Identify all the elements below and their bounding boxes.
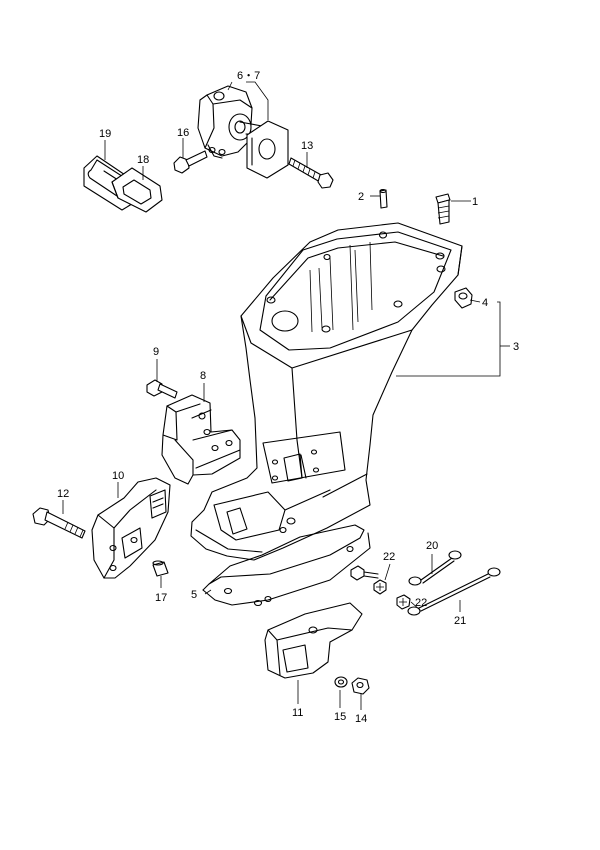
callout-18: 18 xyxy=(137,154,149,166)
bolt-1 xyxy=(435,193,451,225)
dowel-pin-2 xyxy=(379,188,388,209)
bolt-13 xyxy=(288,157,334,189)
callout-5: 5 xyxy=(191,589,197,601)
callout-10: 10 xyxy=(112,470,124,482)
nut-14 xyxy=(351,677,370,695)
seal-18 xyxy=(111,167,163,213)
callout-labels: 6・7 16 13 19 18 2 1 4 3 9 8 10 12 17 5 1… xyxy=(57,70,519,725)
callout-20: 20 xyxy=(426,540,438,552)
mount-side-plate xyxy=(246,120,289,179)
callout-14: 14 xyxy=(355,713,367,725)
callout-19: 19 xyxy=(99,128,111,140)
screw-22b xyxy=(373,579,387,595)
driveshaft-housing xyxy=(190,222,463,561)
callout-12: 12 xyxy=(57,488,69,500)
ground-wire-20 xyxy=(408,550,462,586)
callout-17: 17 xyxy=(155,592,167,604)
callout-11: 11 xyxy=(292,707,303,719)
lower-mount-bracket xyxy=(161,394,241,485)
callout-3: 3 xyxy=(513,341,519,353)
callout-9: 9 xyxy=(153,346,159,358)
bolt-16 xyxy=(173,150,208,174)
callout-22-lower: 22 xyxy=(415,597,427,609)
pin-17 xyxy=(152,560,169,577)
screw-22c xyxy=(396,594,411,610)
callout-13: 13 xyxy=(301,140,313,152)
callout-15: 15 xyxy=(334,711,346,723)
callout-2: 2 xyxy=(358,191,364,203)
plug-4 xyxy=(454,287,473,309)
callout-6-7: 6・7 xyxy=(237,70,260,82)
leader-lines xyxy=(62,81,510,710)
bolt-9 xyxy=(146,379,178,399)
callout-22-upper: 22 xyxy=(383,551,395,563)
mount-bracket-10 xyxy=(91,477,171,579)
callout-4: 4 xyxy=(482,297,488,309)
callout-16: 16 xyxy=(177,127,189,139)
gasket-5 xyxy=(202,524,371,607)
ground-wire-21 xyxy=(407,567,501,616)
callout-21: 21 xyxy=(454,615,466,627)
callout-1: 1 xyxy=(472,196,478,208)
callout-8: 8 xyxy=(200,370,206,382)
washer-15 xyxy=(334,676,348,688)
lower-cover-11 xyxy=(264,602,363,679)
bolt-12 xyxy=(32,507,86,539)
screw-22a xyxy=(350,565,379,581)
